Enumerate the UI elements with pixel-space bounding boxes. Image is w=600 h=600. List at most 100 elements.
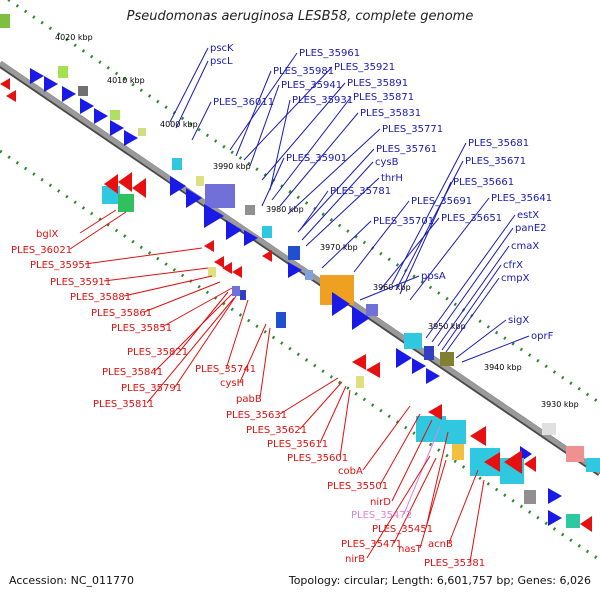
reverse-gene-labels: bglX PLES_36021 PLES_35951 PLES_35911 PL… — [11, 229, 485, 569]
scale-tick-label: 3930 kbp — [541, 400, 579, 409]
reverse-arrow — [580, 516, 592, 532]
forward-gene-label: thrH — [381, 173, 403, 184]
feature-block — [118, 194, 134, 212]
leader-line — [143, 281, 221, 313]
forward-arrow — [62, 86, 76, 102]
reverse-arrow — [222, 262, 232, 274]
map-title: Pseudomonas aeruginosa LESB58, complete … — [126, 9, 474, 24]
leader-line — [299, 190, 329, 231]
forward-gene-label: PLES_35671 — [465, 156, 526, 167]
leader-line — [299, 381, 343, 430]
forward-gene-label: panE2 — [515, 223, 547, 234]
reverse-gene-label: cysH — [220, 378, 244, 389]
forward-gene-label: cysB — [375, 157, 399, 168]
leader-line — [461, 335, 530, 363]
reverse-gene-label: nirD — [370, 497, 391, 508]
reverse-arrow — [0, 78, 10, 90]
leader-line — [287, 128, 381, 215]
feature-block — [276, 312, 286, 328]
forward-arrow — [94, 108, 108, 124]
forward-arrow — [332, 292, 350, 316]
leader-line — [239, 323, 267, 383]
leader-line — [123, 275, 213, 297]
leader-line — [69, 211, 127, 250]
leader-line — [339, 389, 351, 458]
feature-block — [110, 110, 120, 120]
feature-block — [78, 86, 88, 96]
feature-block — [288, 246, 300, 260]
forward-gene-label: cmaX — [511, 241, 539, 252]
forward-arrow — [186, 188, 202, 208]
leader-line — [425, 214, 516, 339]
reverse-arrows — [0, 78, 592, 532]
reverse-gene-label: PLES_35631 — [226, 410, 287, 421]
leader-line — [469, 479, 485, 563]
leader-line — [269, 99, 291, 191]
reverse-gene-label: PLES_35911 — [50, 277, 111, 288]
reverse-gene-label: PLES_35601 — [287, 453, 348, 464]
reverse-arrow — [232, 266, 242, 278]
reverse-gene-label: PLES_35381 — [424, 558, 485, 569]
reverse-gene-label: bglX — [36, 229, 58, 240]
leader-line — [409, 197, 490, 301]
scale-tick-label: 3940 kbp — [484, 363, 522, 372]
reverse-gene-label: PLES_35791 — [121, 383, 182, 394]
scale-tick-label: 4020 kbp — [55, 33, 93, 42]
reverse-arrow — [352, 354, 366, 370]
reverse-arrow — [204, 240, 214, 252]
feature-block — [245, 205, 255, 215]
feature-block — [586, 458, 600, 472]
reverse-gene-label: PLES_35472 — [351, 510, 412, 521]
reverse-gene-label: PLES_35861 — [91, 308, 152, 319]
forward-gene-label: PLES_36011 — [213, 97, 274, 108]
scale-tick-label: 4000 kbp — [160, 120, 198, 129]
leader-line — [391, 419, 433, 502]
reverse-gene-label: PLES_35611 — [267, 439, 328, 450]
feature-block — [566, 514, 580, 528]
forward-gene-label: PLES_35941 — [281, 80, 342, 91]
leader-line — [261, 157, 285, 207]
leader-line — [445, 277, 500, 353]
forward-arrow — [548, 510, 562, 526]
feature-block — [305, 270, 313, 280]
feature-block — [416, 416, 446, 442]
reverse-arrow — [132, 178, 146, 198]
leader-line — [249, 84, 280, 167]
leader-line — [279, 377, 339, 415]
forward-gene-labels: pscK pscL PLES_35961 PLES_35981 PLES_359… — [210, 43, 554, 342]
forward-gene-label: PLES_35871 — [353, 92, 414, 103]
leader-line — [366, 455, 431, 559]
leader-line — [103, 267, 209, 282]
leader-line — [279, 112, 359, 207]
feature-block — [566, 446, 584, 462]
forward-arrow — [548, 488, 562, 504]
forward-gene-label: PLES_35641 — [491, 193, 552, 204]
reverse-gene-label: PLES_35451 — [372, 524, 433, 535]
scale-tick-label: 3990 kbp — [213, 162, 251, 171]
forward-arrow — [204, 204, 224, 228]
leader-line — [359, 275, 420, 301]
forward-gene-label: oprF — [531, 331, 554, 342]
reverse-arrow — [214, 256, 224, 268]
forward-gene-label: PLES_35681 — [468, 138, 529, 149]
leader-line — [79, 209, 117, 234]
leader-line — [441, 264, 502, 351]
forward-gene-label: PLES_35661 — [453, 177, 514, 188]
forward-arrow — [352, 306, 370, 330]
reverse-arrow — [428, 404, 442, 420]
feature-block — [138, 128, 146, 136]
leader-line — [431, 227, 514, 343]
reverse-arrow — [484, 452, 500, 472]
scale-tick-label: 3950 kbp — [428, 322, 466, 331]
reverse-arrow — [262, 250, 272, 262]
leader-line — [235, 70, 272, 157]
forward-gene-label: PLES_35831 — [360, 108, 421, 119]
backbone — [0, 60, 600, 475]
reverse-gene-label: PLES_35501 — [327, 481, 388, 492]
forward-gene-label: PLES_35761 — [376, 144, 437, 155]
feature-block — [452, 444, 464, 460]
feature-block — [232, 286, 240, 296]
leader-line — [174, 295, 237, 388]
reverse-gene-label: PLES_35951 — [30, 260, 91, 271]
leader-lines — [69, 47, 530, 563]
